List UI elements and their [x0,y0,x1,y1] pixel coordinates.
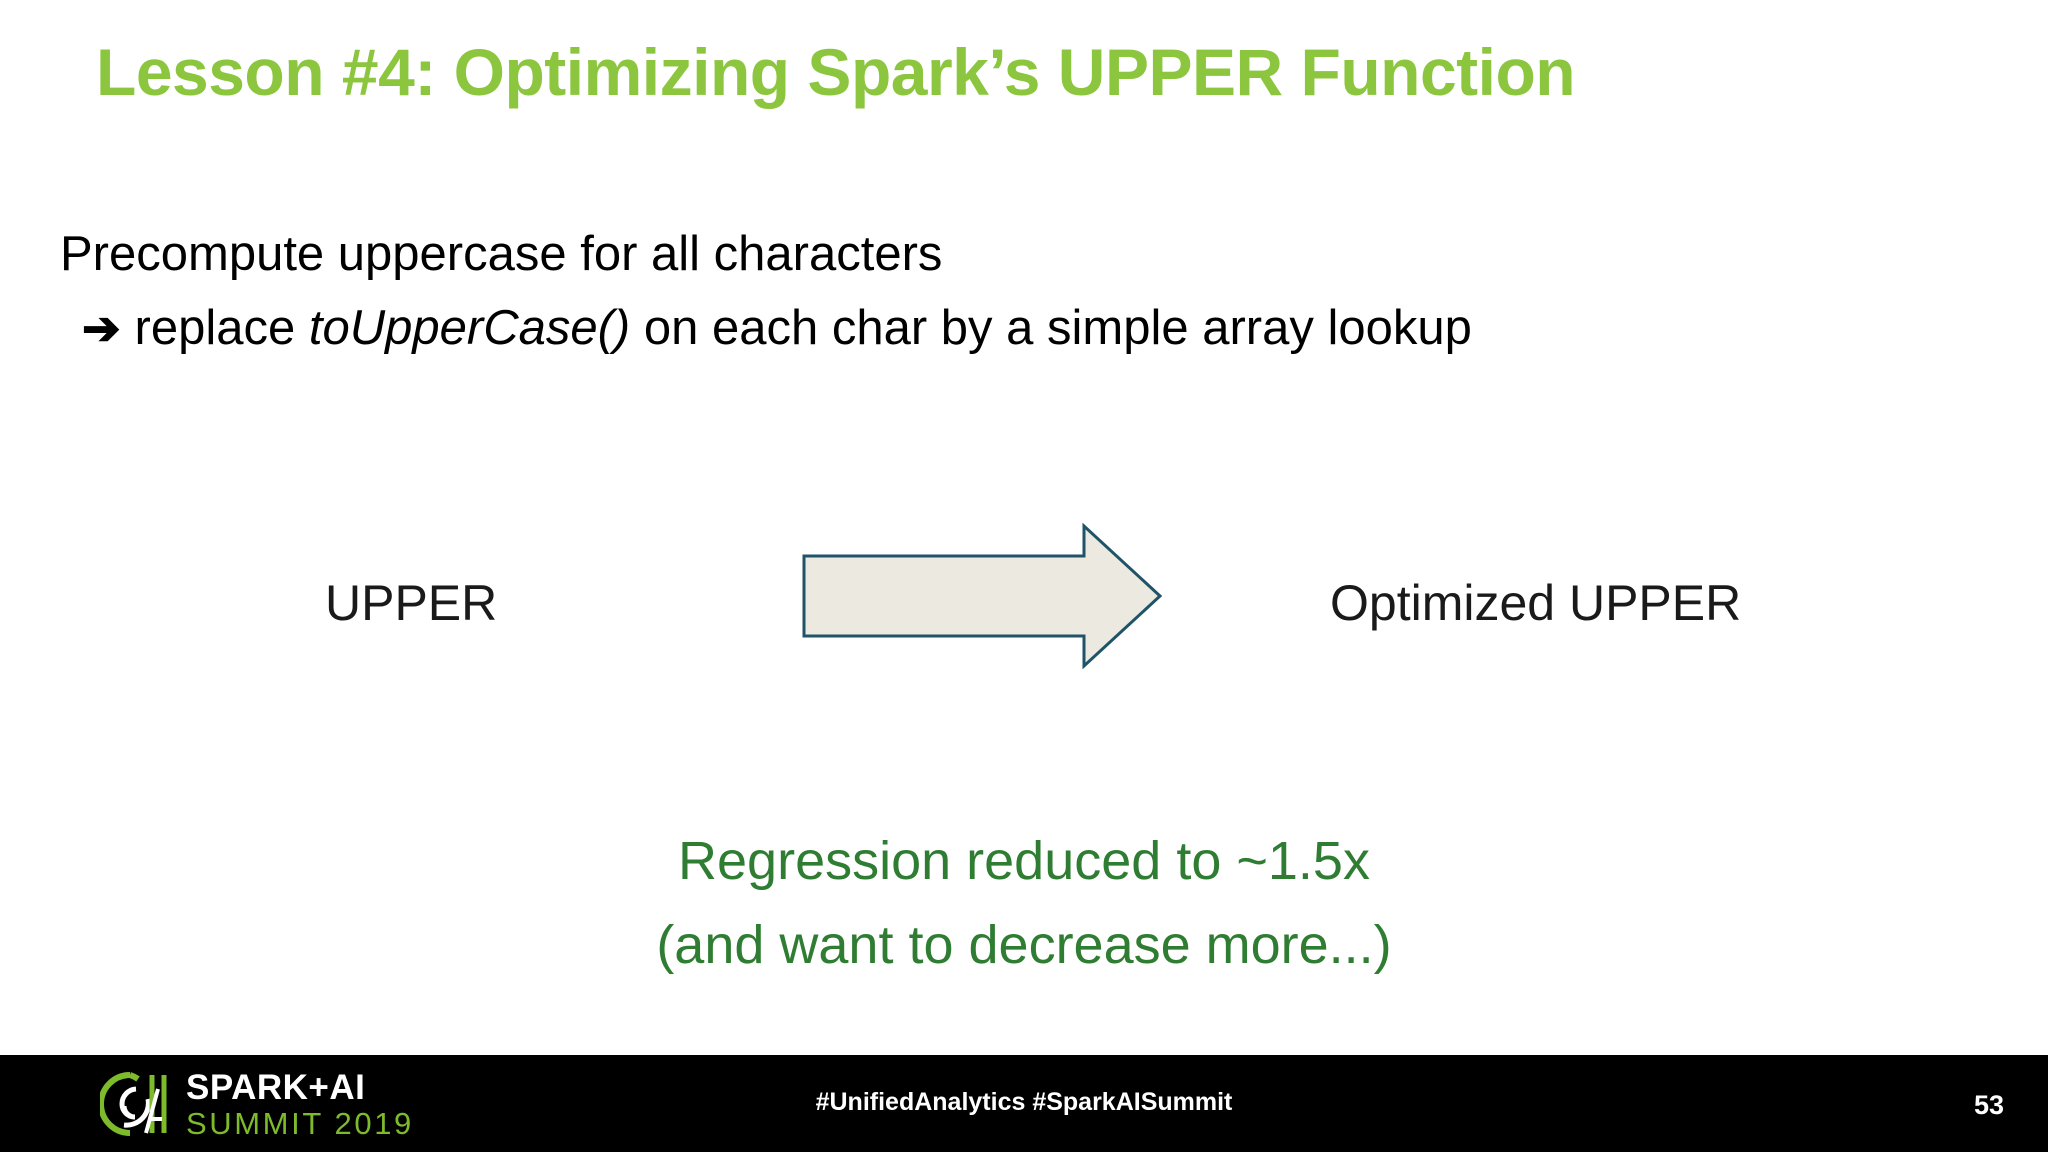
result-line-1: Regression reduced to ~1.5x [678,831,1370,891]
spark-ai-spiral-logo-icon [100,1072,167,1136]
brand-wordmark-line1: SPARK+AI [186,1067,366,1107]
body-line-primary: Precompute uppercase for all characters [60,227,943,281]
brand-wordmark: SPARK+AI SUMMIT 2019 [186,1070,414,1139]
body-content: Precompute uppercase for all characters … [60,218,2020,365]
result-line-2: (and want to decrease more...) [656,914,1392,975]
footer-bar: SPARK+AI SUMMIT 2019 #UnifiedAnalytics #… [0,1055,2048,1152]
body-line-secondary: ➔replace toUpperCase() on each char by a… [60,292,2020,366]
arrow-bullet-icon: ➔ [82,301,121,354]
body-line-secondary-emphasis: toUpperCase() [308,300,631,355]
brand-wordmark-line2: SUMMIT 2019 [186,1105,414,1141]
diagram-label-left: UPPER [325,575,498,631]
brand-logo: SPARK+AI SUMMIT 2019 [100,1069,414,1139]
page-number: 53 [1973,1090,2004,1120]
diagram-label-right: Optimized UPPER [1330,575,1742,631]
result-callout: Regression reduced to ~1.5x (and want to… [0,820,2048,987]
body-line-secondary-post: on each char by a simple array lookup [630,300,1472,355]
footer-hashtags: #UnifiedAnalytics #SparkAISummit [815,1088,1233,1116]
body-line-secondary-pre: replace [134,300,309,355]
page-title: Lesson #4: Optimizing Spark’s UPPER Func… [96,35,1576,109]
right-arrow-icon [802,522,1163,670]
transformation-diagram: UPPER Optimized UPPER [0,520,2048,690]
